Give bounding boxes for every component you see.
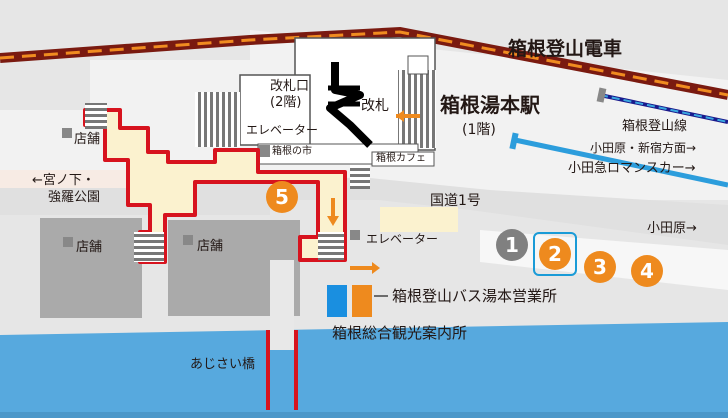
bus-office-marker (352, 285, 372, 317)
bus-stop-3-number: 3 (593, 255, 607, 279)
river (0, 322, 728, 418)
bus-stop-4-number: 4 (640, 259, 654, 283)
shop-block-small (62, 128, 72, 138)
hakone-tozan-railway (0, 26, 728, 100)
odakyu-platform-line (514, 137, 728, 188)
bus-stop-5-number: 5 (275, 185, 289, 209)
bus-stop-2[interactable]: 2 (539, 238, 571, 270)
shop-hakone-market-label: 箱根の市 (272, 146, 312, 157)
gate-floor-label: (2階) (270, 95, 302, 110)
bus-stop-1[interactable]: 1 (496, 229, 528, 261)
shop-label-top: 店舗 (74, 132, 101, 147)
romancecar-label: 小田急ロマンスカー→ (568, 161, 696, 176)
bus-stop-2-highlight (533, 232, 577, 276)
rail-line-label: 箱根登山電車 (508, 38, 623, 60)
route1-label: 国道1号 (430, 193, 481, 209)
odawara-label: 小田原→ (647, 221, 697, 236)
shop-label-left: 店舗 (76, 240, 103, 255)
station-name-label: 箱根湯本駅 (440, 93, 540, 117)
bus-office-label: 箱根登山バス湯本営業所 (392, 287, 558, 305)
shop-block-left (40, 218, 142, 318)
bus-stop-1-number: 1 (505, 233, 519, 257)
ajisai-bridge-label: あじさい橋 (190, 357, 256, 372)
pedestrian-walkway (83, 103, 370, 410)
odakyu-direction-label: 小田原・新宿方面→ (590, 141, 697, 155)
bus-stop-5[interactable]: 5 (266, 181, 298, 213)
gora-park-label: 強羅公園 (48, 190, 101, 205)
miyanoshita-label: ←宮ノ下・ (32, 173, 95, 188)
bus-stop-2-number: 2 (548, 242, 562, 266)
station-building (195, 37, 436, 167)
shop-label-right: 店舗 (197, 239, 224, 254)
tourist-info-marker (327, 285, 347, 317)
elevator-lower-label: エレベーター (366, 232, 439, 246)
gate-mark-label: 改札 (361, 98, 389, 114)
elevator-upper-label: エレベーター (246, 123, 319, 137)
tourist-info-label: 箱根総合観光案内所 (332, 324, 468, 342)
bus-stop-4[interactable]: 4 (631, 255, 663, 287)
gate-label: 改札口 (270, 79, 310, 94)
shop-hakone-cafe-label: 箱根カフェ (376, 153, 426, 164)
tozan-platform-label: 箱根登山線 (622, 119, 688, 134)
station-floor-label: (1階) (462, 122, 496, 138)
bus-stop-3[interactable]: 3 (584, 251, 616, 283)
